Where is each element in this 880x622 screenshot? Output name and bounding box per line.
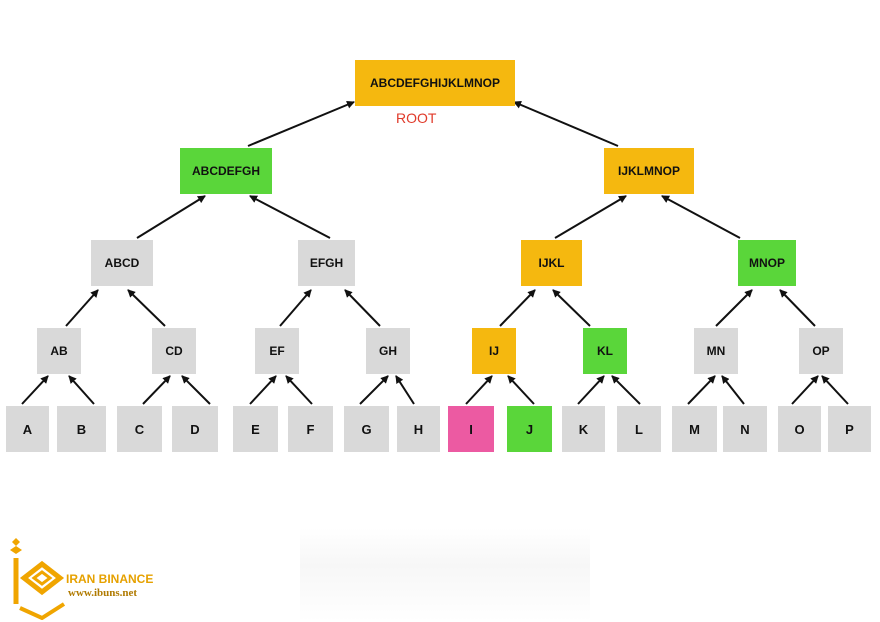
edge-mn-mnop [715, 289, 753, 327]
edge-b-ab [68, 375, 95, 405]
edge-efgh-abcdefgh [249, 195, 331, 239]
watermark-url: www.ibuns.net [68, 587, 138, 599]
node-ij: IJ [472, 328, 516, 374]
edge-mnop-ijklmnop [661, 195, 741, 239]
edge-g-gh [359, 375, 389, 405]
leaf-n: N [723, 406, 767, 452]
edge-o-op [791, 375, 819, 405]
leaf-a: A [6, 406, 49, 452]
edge-e-ef [249, 375, 277, 405]
edge-ijklmnop-root [513, 101, 619, 147]
leaf-k: K [562, 406, 605, 452]
edge-ef-efgh [279, 289, 312, 327]
edge-cd-abcd [127, 289, 166, 327]
edge-kl-ijkl [552, 289, 591, 327]
edge-j-ij [507, 375, 535, 405]
node-abcdefgh: ABCDEFGH [180, 148, 272, 194]
node-cd: CD [152, 328, 196, 374]
node-efgh: EFGH [298, 240, 355, 286]
edge-ab-abcd [65, 289, 99, 327]
edge-ijkl-ijklmnop [554, 195, 627, 239]
edge-n-mn [721, 375, 745, 405]
node-kl: KL [583, 328, 627, 374]
edge-p-op [821, 375, 849, 405]
edge-d-cd [181, 375, 211, 405]
edge-h-gh [395, 375, 415, 405]
root-caption: ROOT [396, 110, 437, 126]
leaf-f: F [288, 406, 333, 452]
edge-m-mn [687, 375, 716, 405]
edge-k-kl [577, 375, 605, 405]
edge-abcdefgh-root [247, 100, 355, 147]
edge-c-cd [142, 375, 171, 405]
edge-a-ab [21, 375, 49, 405]
leaf-e: E [233, 406, 278, 452]
leaf-p: P [828, 406, 871, 452]
node-mnop: MNOP [738, 240, 796, 286]
node-ab: AB [37, 328, 81, 374]
edge-ij-ijkl [499, 289, 536, 327]
node-ijklmnop: IJKLMNOP [604, 148, 694, 194]
edge-l-kl [611, 375, 641, 405]
node-op: OP [799, 328, 843, 374]
leaf-c: C [117, 406, 162, 452]
watermark-brand: IRAN BINANCE [66, 572, 154, 586]
node-abcd: ABCD [91, 240, 153, 286]
edge-gh-efgh [344, 289, 381, 327]
node-mn: MN [694, 328, 738, 374]
edge-abcd-abcdefgh [136, 195, 206, 239]
leaf-l: L [617, 406, 661, 452]
node-root: ABCDEFGHIJKLMNOP [355, 60, 515, 106]
iran-binance-logo [10, 538, 66, 620]
node-ef: EF [255, 328, 299, 374]
leaf-j: J [507, 406, 552, 452]
node-gh: GH [366, 328, 410, 374]
node-ijkl: IJKL [521, 240, 582, 286]
faded-panel [300, 528, 590, 622]
leaf-g: G [344, 406, 389, 452]
edge-op-mnop [779, 289, 816, 327]
edge-i-ij [465, 375, 493, 405]
leaf-d: D [172, 406, 218, 452]
leaf-i: I [448, 406, 494, 452]
edge-f-ef [285, 375, 313, 405]
leaf-m: M [672, 406, 717, 452]
leaf-h: H [397, 406, 440, 452]
leaf-o: O [778, 406, 821, 452]
leaf-b: B [57, 406, 106, 452]
